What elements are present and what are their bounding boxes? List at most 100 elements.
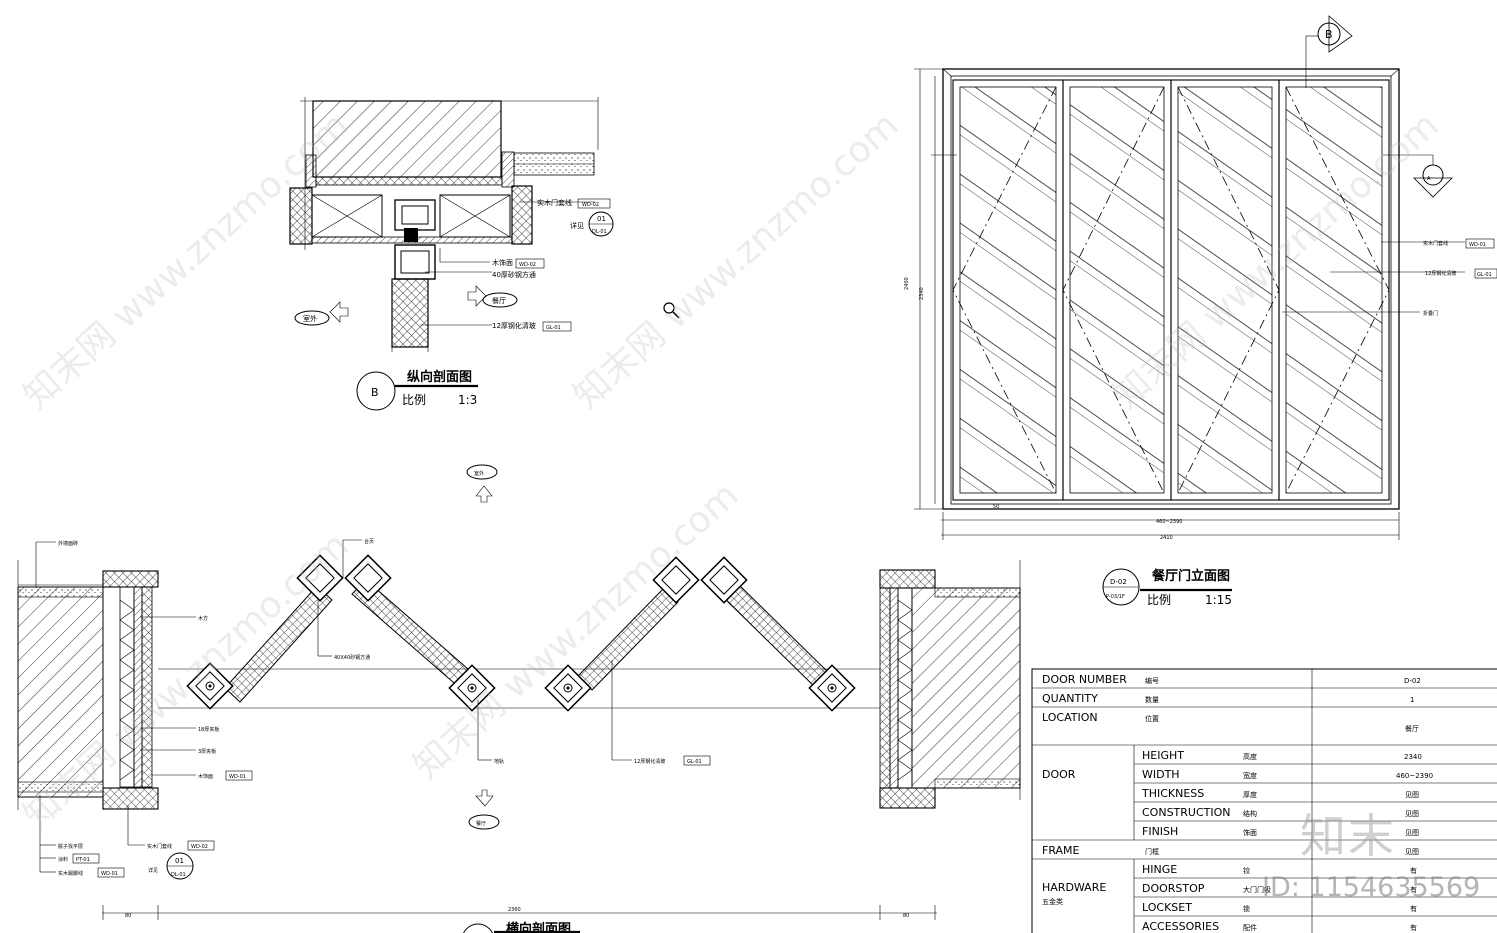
plan-dim-side-right: 80 bbox=[903, 913, 909, 919]
plan-bottom-arrow-label: 餐厅 bbox=[476, 820, 486, 827]
schedule-door-row-cn: 厚度 bbox=[1243, 790, 1257, 799]
section-b-detail-bottom: DL-01 bbox=[592, 229, 607, 235]
plan-callout-text: 地轨 bbox=[494, 758, 504, 765]
watermark-brand: 知末 bbox=[1300, 809, 1396, 863]
plan-callout-text: 腻子找平层 bbox=[58, 843, 83, 850]
plan-annotations: 外墙面砖 木方 18厚夹板 3厚夹板 木饰面 WD-01 实木门套线 WD-02… bbox=[58, 470, 909, 933]
schedule-door-row-cn: 高度 bbox=[1243, 752, 1257, 761]
schedule-door-row-en: WIDTH bbox=[1142, 768, 1180, 781]
schedule-row-cn: 数量 bbox=[1145, 695, 1159, 704]
plan-callout-text: 实木踢脚线 bbox=[58, 870, 83, 877]
section-b-callout-text: 40厚砂钢方通 bbox=[492, 270, 536, 279]
section-b-detail-top: 01 bbox=[597, 215, 606, 223]
elevation-dim-width-total: 2410 bbox=[1160, 535, 1173, 541]
schedule-hardware-row-value: 有 bbox=[1410, 885, 1417, 894]
schedule-hardware-row-cn: 铰 bbox=[1243, 866, 1250, 875]
zoom-icon[interactable] bbox=[663, 302, 680, 319]
elevation-title: 餐厅门立面图 bbox=[1151, 568, 1230, 584]
schedule-door-row-en: HEIGHT bbox=[1142, 749, 1184, 762]
elevation-door-panel-2 bbox=[1062, 79, 1172, 501]
plan-dim-total: 2360 bbox=[508, 907, 521, 913]
schedule-door-row-value: 见图 bbox=[1405, 829, 1419, 837]
elevation-door-panel-4 bbox=[1278, 79, 1390, 501]
schedule-row-en: QUANTITY bbox=[1042, 692, 1098, 705]
schedule-door-row-en: FINISH bbox=[1142, 825, 1178, 838]
elevation-scale-label: 比例 bbox=[1147, 593, 1171, 607]
plan-detail-bottom: DL-01 bbox=[171, 872, 186, 878]
plan-folding-leaf-left bbox=[186, 554, 496, 712]
plan-bottom-title: 横向剖面图 bbox=[506, 921, 571, 933]
schedule-row-cn: 位置 bbox=[1145, 714, 1159, 723]
schedule-frame-en: FRAME bbox=[1042, 844, 1080, 857]
schedule-frame-cn: 门框 bbox=[1145, 847, 1159, 856]
watermark-id: ID: 1154635569 bbox=[1262, 872, 1481, 903]
schedule-row-en: DOOR NUMBER bbox=[1042, 673, 1127, 686]
plan-callout-text: 实木门套线 bbox=[147, 843, 172, 850]
schedule-hardware-row-cn: 配件 bbox=[1243, 923, 1257, 932]
door-schedule-text: DOOR NUMBER 编号 D-02 QUANTITY 数量 1 LOCATI… bbox=[1042, 673, 1433, 933]
elevation-door-panel-1 bbox=[952, 79, 1064, 501]
elevation-scale-value: 1:15 bbox=[1205, 593, 1232, 607]
elevation-callout-text: 折叠门 bbox=[1423, 310, 1438, 317]
section-b-title: 纵向剖面图 bbox=[407, 369, 472, 385]
schedule-hardware-row-value: 有 bbox=[1410, 904, 1417, 913]
schedule-door-row-cn: 饰面 bbox=[1243, 828, 1257, 837]
schedule-frame-value: 见图 bbox=[1405, 848, 1419, 856]
plan-callout-text: 合页 bbox=[364, 538, 374, 545]
section-b-detail-label: 详见 bbox=[570, 221, 584, 230]
plan-callout-tag: WD-02 bbox=[191, 844, 208, 850]
schedule-row-en: LOCATION bbox=[1042, 711, 1098, 724]
plan-callout-text: 木饰面 bbox=[198, 773, 213, 780]
schedule-door-row-en: CONSTRUCTION bbox=[1142, 806, 1231, 819]
schedule-hardware-row-value: 有 bbox=[1410, 866, 1417, 875]
door-schedule-table bbox=[1031, 668, 1497, 933]
schedule-hardware-row-en: HINGE bbox=[1142, 863, 1177, 876]
section-b-outside-label: 室外 bbox=[303, 314, 317, 323]
schedule-hardware-label-cn: 五金类 bbox=[1042, 897, 1063, 906]
section-b-callout-tag: WD-02 bbox=[519, 262, 536, 268]
section-b-scale-label: 比例 bbox=[402, 393, 426, 407]
elevation-dim-width-leaf: 460~2390 bbox=[1156, 519, 1182, 525]
elevation-dim-small: 50 bbox=[993, 504, 999, 510]
plan-callout-text: 3厚夹板 bbox=[198, 748, 216, 755]
elevation-code-bottom: P-03/1F bbox=[1106, 594, 1125, 600]
schedule-door-row-cn: 宽度 bbox=[1243, 771, 1257, 780]
plan-detail-top: 01 bbox=[175, 857, 184, 865]
schedule-door-row-value: 460~2390 bbox=[1396, 772, 1433, 780]
schedule-row-value: 餐厅 bbox=[1405, 724, 1419, 733]
section-b-inside-label: 餐厅 bbox=[492, 296, 506, 305]
plan-callout-text: 外墙面砖 bbox=[58, 540, 78, 547]
plan-callout-tag: WD-01 bbox=[101, 871, 118, 877]
plan-detail-label: 详见 bbox=[148, 867, 158, 874]
section-b-scale-value: 1:3 bbox=[458, 393, 477, 407]
section-b-drawing bbox=[289, 97, 614, 411]
section-b-callout-text: 木饰面 bbox=[492, 258, 513, 267]
schedule-row-value: 1 bbox=[1410, 696, 1414, 704]
section-b-marker: B bbox=[371, 386, 379, 399]
schedule-door-row-value: 2340 bbox=[1404, 753, 1422, 761]
section-b-callout-tag: WD-02 bbox=[582, 202, 599, 208]
schedule-door-label: DOOR bbox=[1042, 768, 1076, 781]
plan-top-arrow-label: 室外 bbox=[474, 470, 484, 477]
elevation-callout-tag: GL-01 bbox=[1477, 272, 1492, 278]
section-b-callout-text: 实木门套线 bbox=[537, 198, 572, 207]
elevation-code-top: D-02 bbox=[1110, 578, 1127, 586]
elevation-callout-text: 12厚钢化清玻 bbox=[1425, 270, 1456, 277]
section-b-callout-tag: GL-01 bbox=[546, 325, 561, 331]
elevation-section-a-marker: A bbox=[1427, 176, 1431, 182]
plan-callout-text: 18厚夹板 bbox=[198, 726, 219, 733]
elevation-callout-text: 实木门套线 bbox=[1423, 240, 1448, 247]
schedule-hardware-row-value: 有 bbox=[1410, 923, 1417, 932]
plan-callout-tag: GL-01 bbox=[687, 759, 702, 765]
elevation-annotations: 实木门套线 WD-01 12厚钢化清玻 GL-01 折叠门 A B 2400 2… bbox=[904, 28, 1497, 607]
elevation-dim-height-leaf: 2340 bbox=[919, 287, 925, 300]
section-b-annotations: 实木门套线 WD-02 木饰面 WD-02 40厚砂钢方通 12厚钢化清玻 GL… bbox=[303, 198, 611, 407]
elevation-dim-height-total: 2400 bbox=[904, 277, 910, 290]
elevation-drawing bbox=[914, 15, 1465, 606]
schedule-door-row-value: 见图 bbox=[1405, 791, 1419, 799]
plan-callout-tag: PT-01 bbox=[76, 857, 90, 863]
plan-callout-text: 40X40砂钢方通 bbox=[334, 654, 370, 661]
schedule-hardware-row-cn: 大门门吸 bbox=[1243, 885, 1271, 894]
schedule-door-row-cn: 结构 bbox=[1243, 809, 1257, 818]
